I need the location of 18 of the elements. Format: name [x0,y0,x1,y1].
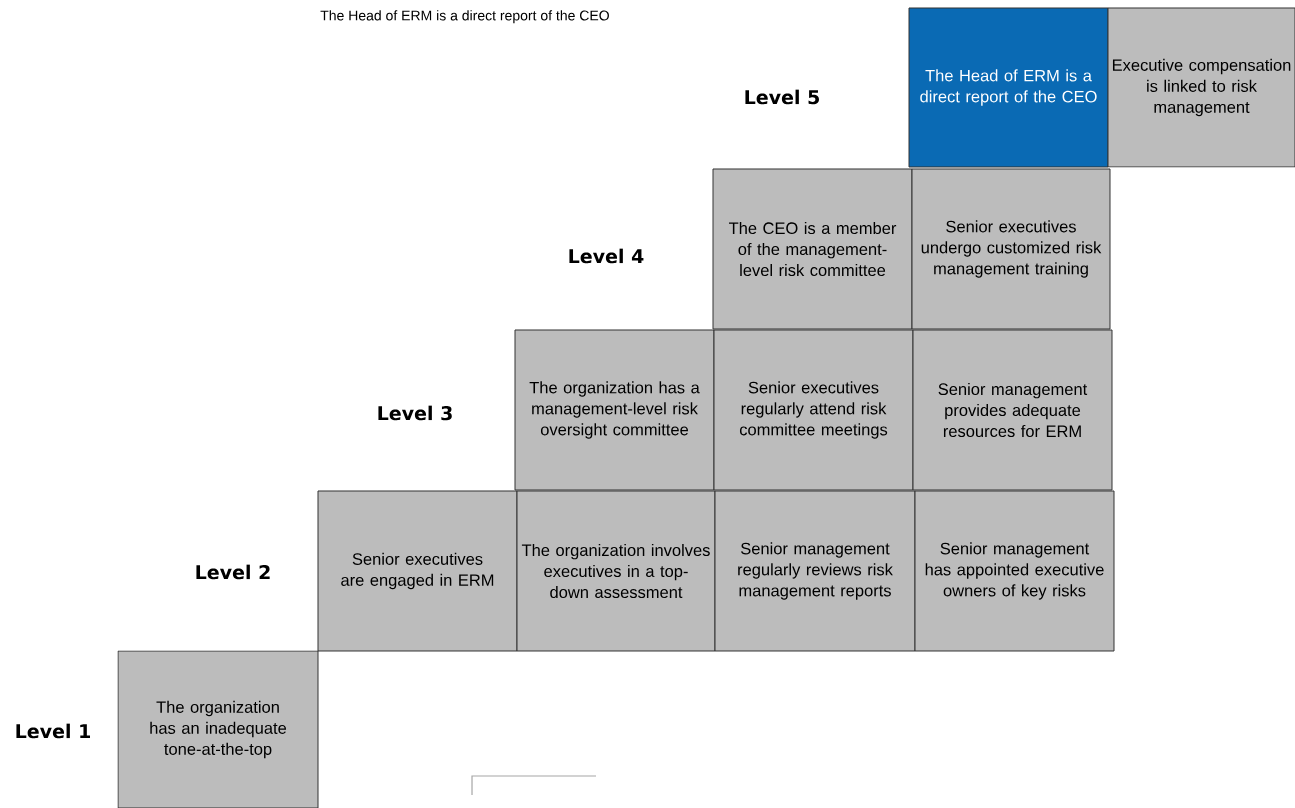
level-label: Level 3 [378,405,452,421]
level-label: Level 1 [16,723,90,739]
statement-box: Senior executives are engaged in ERM [317,490,518,652]
statement-box: The organization involves executives in a top-down assessment [516,490,716,652]
statement-box: Senior management has appointed executive owners of key risks [914,490,1115,652]
statement-box: The CEO is a member of the management-level risk committee [712,168,913,330]
statement-box: Executive compensation is linked to risk management [1107,7,1295,168]
level-label: Level 5 [745,89,819,105]
level-label: Level 2 [196,564,270,580]
level-label: Level 4 [569,248,644,264]
statement-box: Senior executives undergo customized risk management training [911,168,1111,330]
statement-box: The organization has an inadequate tone-at-the-top [117,650,319,808]
highlighted-box: The Head of ERM is a direct report of the CEO [908,7,1109,168]
statement-box: Senior executives regularly attend risk committee meetings [713,329,914,491]
statement-box: The organization has a management-level risk oversight committee [514,329,715,491]
statement-box: Senior management regularly reviews risk management reports [714,490,916,652]
note-text: The Head of ERM is a direct report of the CEO [320,10,609,24]
statement-box: Senior management provides adequate resources for ERM [912,329,1113,491]
